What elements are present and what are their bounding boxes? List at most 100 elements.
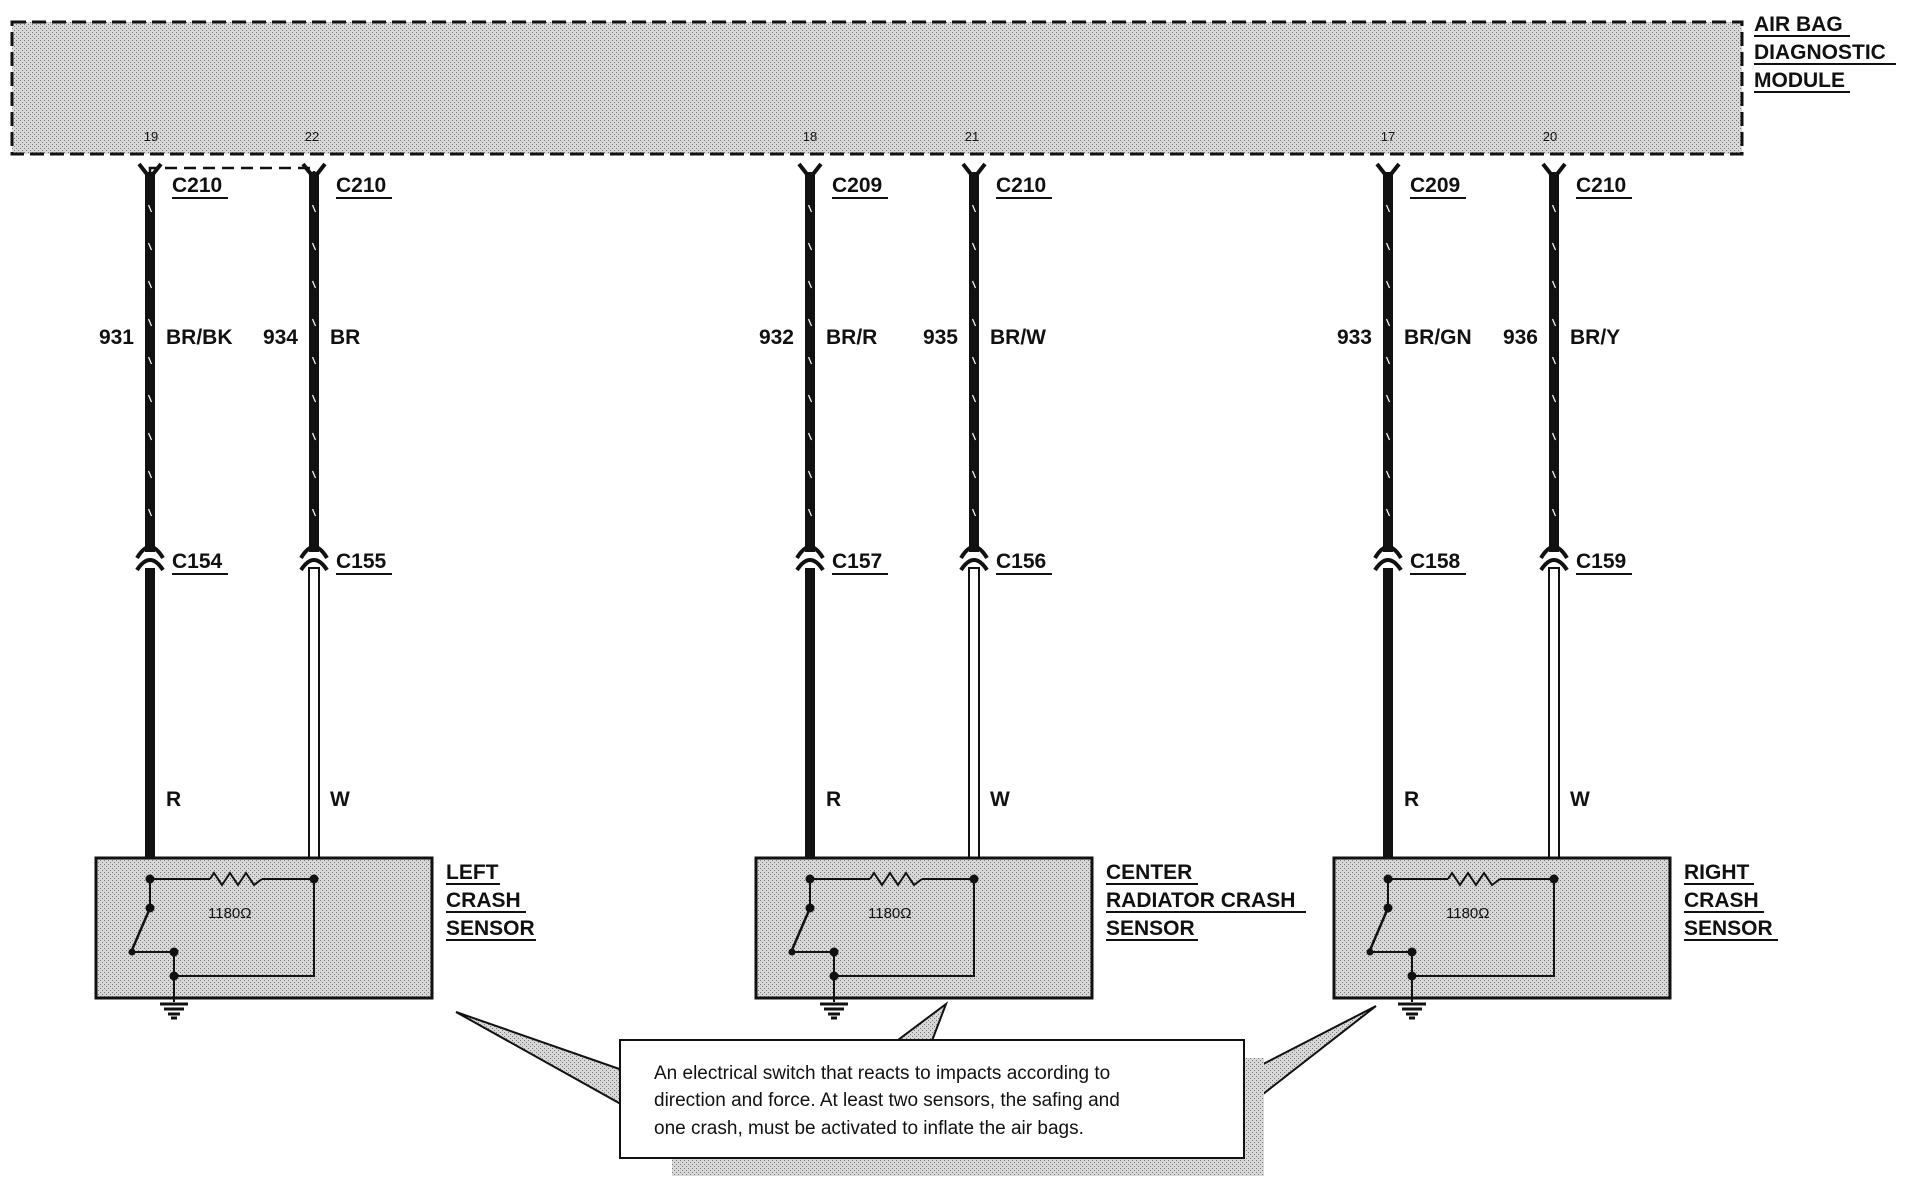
wire-twist-mark — [971, 432, 977, 441]
wire-twist-mark — [1551, 508, 1557, 517]
switch-pivot-dot — [145, 903, 155, 913]
wire-twist-mark — [971, 318, 977, 327]
sensor-wire-color: R — [826, 788, 841, 811]
module-connector-symbol — [1375, 162, 1401, 182]
sensor-name-line: LEFT — [446, 861, 499, 884]
wire-twist-mark — [971, 394, 977, 403]
module-pin-label: 18 — [803, 129, 817, 144]
sensor-trace — [834, 879, 975, 977]
wire-twist-mark — [971, 242, 977, 251]
junction-dot — [169, 971, 179, 981]
circuit-number: 931 — [99, 326, 134, 349]
sensor-name-line: SENSOR — [1106, 917, 1195, 940]
lower-wire-hollow — [968, 567, 980, 861]
wire-twist-mark — [311, 204, 317, 213]
sensor-name-line: SENSOR — [446, 917, 535, 940]
switch-pivot-dot — [1383, 903, 1393, 913]
module-connector-label: C209 — [832, 174, 882, 197]
inline-connector-upper — [1373, 545, 1403, 560]
shield-link-dashed — [148, 166, 316, 172]
resistor-symbol — [869, 871, 923, 887]
sensor-name-line: CENTER — [1106, 861, 1192, 884]
ground-icon — [160, 1002, 188, 1020]
wire-color-code: BR/W — [990, 326, 1046, 349]
module-connector-label: C209 — [1410, 174, 1460, 197]
module-connector-symbol — [1541, 162, 1567, 182]
wire-twist-mark — [311, 470, 317, 479]
wire-twist-mark — [807, 280, 813, 289]
resistor-symbol — [209, 871, 263, 887]
wire-twist-mark — [807, 432, 813, 441]
module-connector-label: C210 — [336, 174, 386, 197]
wire-twist-mark — [147, 280, 153, 289]
circuit-number: 933 — [1337, 326, 1372, 349]
module-connector-symbol — [137, 162, 163, 182]
wire-twist-mark — [1385, 242, 1391, 251]
wire-twist-mark — [807, 508, 813, 517]
wire-twist-mark — [1551, 204, 1557, 213]
wire-twist-mark — [1385, 204, 1391, 213]
sensor-connector-label: C157 — [832, 550, 882, 573]
wire-color-code: BR — [330, 326, 360, 349]
module-box — [10, 20, 1744, 156]
junction-dot — [1407, 971, 1417, 981]
crash-switch-arm — [130, 907, 152, 951]
sensor-trace — [174, 879, 315, 977]
junction-dot — [1407, 947, 1417, 957]
module-connector-symbol — [961, 162, 987, 182]
module-title-line-1: AIR BAG — [1754, 13, 1843, 36]
ground-icon — [820, 1002, 848, 1020]
module-connector-symbol — [301, 162, 327, 182]
sensor-connector-label: C158 — [1410, 550, 1461, 573]
wire-twist-mark — [1385, 356, 1391, 365]
wire-twist-mark — [1551, 432, 1557, 441]
inline-connector-lower — [795, 558, 825, 572]
sensor-wire-color: W — [1570, 788, 1590, 811]
circuit-number: 932 — [759, 326, 794, 349]
wire-twist-mark — [1385, 470, 1391, 479]
wire-twist-mark — [1551, 356, 1557, 365]
inline-connector-lower — [135, 558, 165, 572]
wire-twist-mark — [807, 356, 813, 365]
wire-twist-mark — [807, 394, 813, 403]
circuit-number: 935 — [923, 326, 958, 349]
junction-dot — [1383, 874, 1393, 884]
junction-dot — [969, 874, 979, 884]
callout-leader-left — [455, 1011, 629, 1110]
air-bag-diagnostic-module: AIR BAG DIAGNOSTIC MODULE — [10, 13, 1896, 156]
wire-twist-mark — [971, 508, 977, 517]
circuit-number: 936 — [1503, 326, 1538, 349]
inline-connector-upper — [959, 545, 989, 560]
module-connector-symbol — [797, 162, 823, 182]
junction-dot — [1549, 874, 1559, 884]
wire-twist-mark — [807, 318, 813, 327]
module-connector-label: C210 — [1576, 174, 1626, 197]
module-pin-label: 21 — [965, 129, 979, 144]
module-title-line-3: MODULE — [1754, 69, 1845, 92]
inline-connector-upper — [135, 545, 165, 560]
wire-twist-mark — [1551, 242, 1557, 251]
wire-twist-mark — [971, 356, 977, 365]
wire-twist-mark — [1551, 394, 1557, 403]
callout: An electrical switch that reacts to impa… — [619, 1039, 1264, 1176]
junction-dot — [829, 971, 839, 981]
wire-twist-mark — [1385, 318, 1391, 327]
sensor-name-line: RADIATOR CRASH — [1106, 889, 1295, 912]
sensor-connector-label: C154 — [172, 550, 223, 573]
wire-twist-mark — [807, 470, 813, 479]
wire-twist-mark — [1551, 470, 1557, 479]
wire-twist-mark — [311, 318, 317, 327]
wire-color-code: BR/Y — [1570, 326, 1620, 349]
wire-twist-mark — [311, 280, 317, 289]
junction-dot — [829, 947, 839, 957]
